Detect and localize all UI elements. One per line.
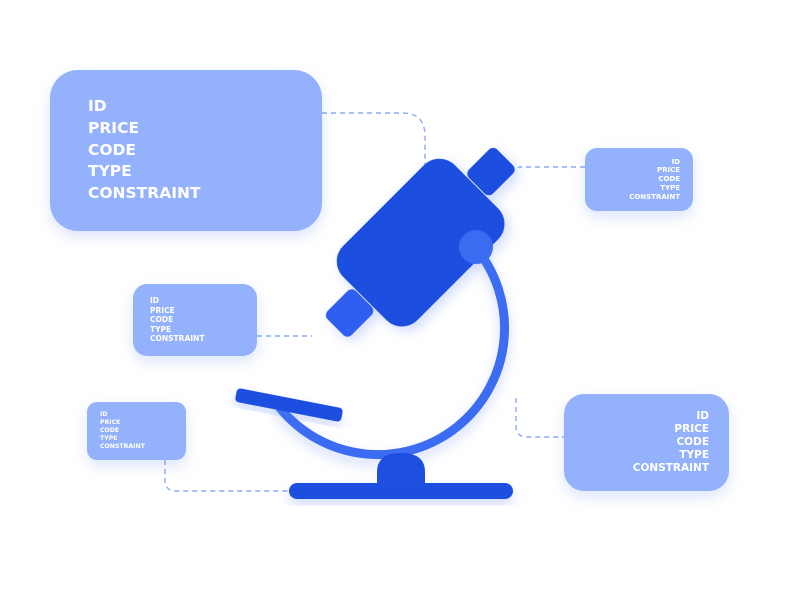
microscope-tube (336, 158, 505, 327)
card-field-type: TYPE (660, 183, 680, 192)
card-field-id: ID (88, 97, 107, 115)
card-field-id: ID (671, 157, 680, 166)
card-field-id: ID (696, 409, 709, 422)
card-field-id: ID (150, 296, 160, 306)
microscope-base-knob (377, 453, 425, 488)
microscope-focus-knob (459, 230, 493, 264)
microscope-objective (325, 289, 374, 337)
card-field-type: TYPE (679, 449, 709, 462)
card-field-type: TYPE (88, 162, 132, 181)
card-field-constraint: CONSTRAINT (88, 184, 201, 203)
card-field-price: PRICE (88, 118, 140, 137)
connector-small-left-card (164, 460, 290, 492)
info-card-top-right: ID PRICE CODE TYPE CONSTRAINT (585, 148, 693, 211)
microscope-base (289, 483, 513, 499)
card-field-code: CODE (100, 427, 120, 435)
info-card-mid-left: ID PRICE CODE TYPE CONSTRAINT (133, 284, 257, 356)
card-field-id: ID (100, 411, 108, 419)
card-field-constraint: CONSTRAINT (150, 334, 205, 344)
card-field-price: PRICE (100, 419, 121, 427)
card-field-price: PRICE (150, 305, 175, 315)
card-field-code: CODE (676, 435, 709, 448)
card-field-type: TYPE (150, 324, 172, 334)
card-field-code: CODE (88, 140, 137, 159)
microscope-arm (275, 243, 509, 459)
card-field-constraint: CONSTRAINT (100, 442, 145, 450)
microscope-eyepiece (467, 147, 515, 196)
card-field-type: TYPE (100, 434, 118, 442)
connector-large-card (322, 112, 426, 165)
card-field-constraint: CONSTRAINT (632, 462, 709, 475)
card-field-constraint: CONSTRAINT (629, 192, 680, 201)
info-card-large: ID PRICE CODE TYPE CONSTRAINT (50, 70, 322, 231)
info-card-bottom-right: ID PRICE CODE TYPE CONSTRAINT (564, 394, 729, 491)
card-field-code: CODE (150, 315, 174, 325)
card-field-code: CODE (658, 175, 680, 184)
info-card-small-left: ID PRICE CODE TYPE CONSTRAINT (87, 402, 186, 460)
card-field-price: PRICE (674, 422, 709, 435)
card-field-price: PRICE (656, 166, 680, 175)
connector-bottom-right-card (515, 398, 564, 438)
microscope-stage (235, 388, 343, 422)
